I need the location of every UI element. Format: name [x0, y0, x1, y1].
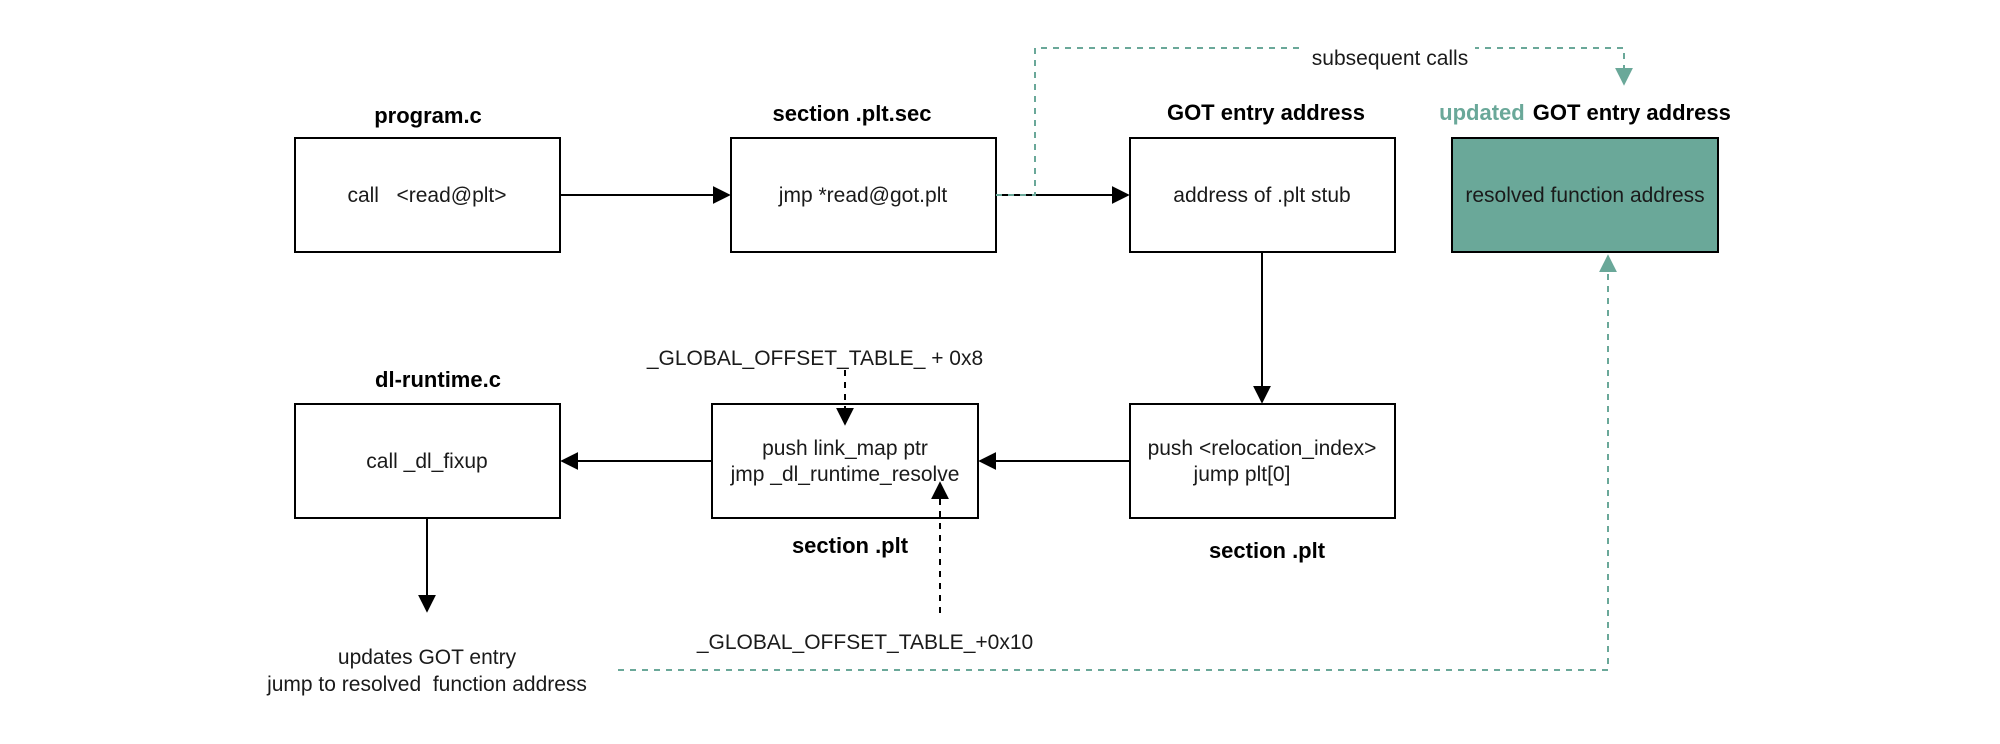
- box-resolved-address: resolved function address: [1451, 137, 1719, 253]
- box-plt-push-reloc: push <relocation_index> jump plt[0]: [1129, 403, 1396, 519]
- title-program-c: program.c: [374, 103, 482, 128]
- jmp-read-got-text: jmp *read@got.plt: [778, 184, 948, 207]
- title-updated-word: updated: [1439, 100, 1525, 125]
- got-plus-10-label: _GLOBAL_OFFSET_TABLE_+0x10: [696, 631, 1033, 654]
- jmp-runtime-resolve-text: jmp _dl_runtime_resolve: [730, 463, 960, 486]
- title-section-plt-right: section .plt: [1209, 538, 1326, 563]
- push-reloc-index-text: push <relocation_index>: [1148, 437, 1377, 460]
- arrow-updates-got-to-resolved: [618, 254, 1617, 671]
- title-updated-got-entry: updated GOT entry address: [1439, 100, 1731, 125]
- title-got-entry-address: GOT entry address: [1167, 100, 1365, 125]
- arrow-subsequent-calls: [996, 47, 1633, 196]
- resolved-address-text: resolved function address: [1465, 184, 1704, 207]
- box-dl-fixup: call _dl_fixup: [294, 403, 561, 519]
- got-plus-8-label: _GLOBAL_OFFSET_TABLE_ + 0x8: [646, 347, 983, 370]
- title-section-plt-sec: section .plt.sec: [773, 101, 932, 126]
- call-read-plt-text: call <read@plt>: [347, 184, 506, 207]
- box-got-entry: address of .plt stub: [1129, 137, 1396, 253]
- subsequent-calls-label: subsequent calls: [1312, 47, 1468, 70]
- title-section-plt-middle: section .plt: [792, 533, 909, 558]
- box-plt-sec-jmp: jmp *read@got.plt: [730, 137, 997, 253]
- title-updated-rest: GOT entry address: [1533, 100, 1731, 125]
- subsequent-calls-label-bg: [1305, 44, 1475, 72]
- jump-plt0-text: jump plt[0]: [1193, 463, 1291, 486]
- push-link-map-text: push link_map ptr: [762, 437, 928, 460]
- plt-stub-address-text: address of .plt stub: [1173, 184, 1350, 207]
- updates-got-label-line2: jump to resolved function address: [266, 673, 587, 696]
- box-program-call: call <read@plt>: [294, 137, 561, 253]
- title-dl-runtime-c: dl-runtime.c: [375, 367, 501, 392]
- updates-got-label-line1: updates GOT entry: [338, 646, 517, 669]
- call-dl-fixup-text: call _dl_fixup: [366, 450, 487, 473]
